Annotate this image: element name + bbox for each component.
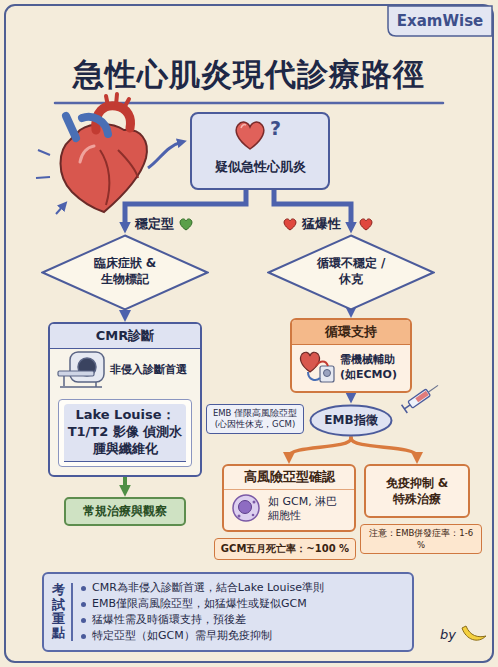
syringe-barrel bbox=[408, 389, 431, 408]
flow-arrow bbox=[349, 393, 353, 398]
brand-tab bbox=[388, 6, 492, 36]
fulminant-heart-icon bbox=[360, 219, 372, 230]
callout-box: 注意：EMB併發症率：1-6 % bbox=[360, 524, 482, 554]
bullet-dot bbox=[81, 634, 86, 639]
indication-oval: EMB指徵 bbox=[309, 404, 393, 437]
syringe-needle bbox=[428, 385, 438, 392]
process-box: 循環支持需機械輔助 (如ECMO) bbox=[290, 318, 412, 393]
flow-arrow bbox=[349, 311, 353, 313]
bullet-text: CMR為非侵入診斷首選，結合Lake Louise準則 bbox=[92, 580, 324, 596]
coronary-vessels bbox=[100, 150, 138, 205]
bullet-row: 猛爆性需及時循環支持，預後差 bbox=[81, 612, 324, 628]
icon-graphic bbox=[58, 352, 104, 387]
note-box: EMB 僅限高風險亞型 (心因性休克，GCM) bbox=[206, 404, 304, 434]
page-frame bbox=[5, 5, 493, 662]
question-mark: ? bbox=[270, 117, 281, 139]
process-box: CMR診斷非侵入診斷首選 Lake Louise：T1/T2 影像 偵測水腫與纖維… bbox=[48, 322, 202, 477]
title: 急性心肌炎現代診療路徑 bbox=[0, 54, 498, 94]
node-text: 非侵入診斷首選 bbox=[50, 349, 200, 395]
process-box: 高風險亞型確認如 GCM, 淋巴細胞性 bbox=[222, 464, 356, 532]
icon-graphic bbox=[236, 122, 264, 149]
node-label: 注意：EMB併發症率：1-6 % bbox=[365, 528, 477, 550]
bullet-list: CMR為非侵入診斷首選，結合Lake Louise準則EMB僅限高風險亞型，如猛… bbox=[81, 580, 324, 644]
criteria-box: Lake Louise：T1/T2 影像 偵測水腫與纖維化 bbox=[58, 399, 192, 467]
node-text: 循環支持 bbox=[292, 320, 410, 345]
flow-arrow bbox=[123, 311, 127, 317]
bullet-row: CMR為非侵入診斷首選，結合Lake Louise準則 bbox=[81, 580, 324, 596]
node-text: 需機械輔助 (如ECMO) bbox=[292, 345, 410, 391]
syringe-fluid bbox=[415, 391, 429, 403]
node-text: 如 GCM, 淋巴細胞性 bbox=[224, 490, 354, 530]
node-text: 高風險亞型確認 bbox=[224, 466, 354, 490]
bullet-dot bbox=[81, 602, 86, 607]
bullet-text: 猛爆性需及時循環支持，預後差 bbox=[92, 612, 246, 628]
heart-illustration bbox=[36, 94, 147, 214]
heart-highlight bbox=[80, 146, 94, 162]
pointer-arrow bbox=[148, 142, 182, 168]
diamond-outline bbox=[269, 235, 434, 309]
node-label: 常規治療與觀察 bbox=[70, 503, 180, 520]
flow-arrow bbox=[123, 477, 127, 491]
bullet-dot bbox=[81, 586, 86, 591]
diamond-outline bbox=[43, 235, 208, 309]
decision-diamond: 循環不穩定 / 休克 bbox=[267, 234, 435, 311]
process-box: 免疫抑制 & 特殊治療 bbox=[364, 464, 470, 518]
bullet-dot bbox=[81, 618, 86, 623]
callout-box: GCM五月死亡率：~100 % bbox=[214, 538, 356, 560]
flow-arrow bbox=[351, 437, 417, 459]
bullet-text: EMB僅限高風險亞型，如猛爆性或疑似GCM bbox=[92, 596, 307, 612]
node-label: EMB 僅限高風險亞型 (心因性休克，GCM) bbox=[211, 408, 299, 430]
fulminant-heart-icon bbox=[284, 219, 296, 230]
node-label: 循環不穩定 / 休克 bbox=[315, 256, 387, 287]
node-icon bbox=[56, 350, 106, 390]
branch-label: 猛爆性 bbox=[300, 216, 343, 232]
vena-cava bbox=[66, 116, 76, 138]
icon-graphic bbox=[233, 495, 259, 521]
decision-diamond: 臨床症狀 & 生物標記 bbox=[41, 234, 209, 311]
question-box: 疑似急性心肌炎 bbox=[190, 112, 330, 190]
bullet-text: 特定亞型（如GCM）需早期免疫抑制 bbox=[92, 628, 272, 644]
node-label: GCM五月死亡率：~100 % bbox=[219, 542, 351, 556]
signature: by bbox=[440, 627, 456, 642]
stable-heart-icon bbox=[180, 219, 192, 230]
summary-panel: 考試重點 CMR為非侵入診斷首選，結合Lake Louise準則EMB僅限高風險亞… bbox=[42, 572, 414, 652]
node-icon bbox=[296, 346, 336, 386]
outcome-box: 常規治療與觀察 bbox=[64, 497, 186, 526]
bullet-row: EMB僅限高風險亞型，如猛爆性或疑似GCM bbox=[81, 596, 324, 612]
node-label: EMB指徵 bbox=[324, 412, 377, 429]
node-icon bbox=[230, 492, 262, 524]
node-text: CMR診斷 bbox=[50, 324, 200, 349]
panel-heading: 考試重點 bbox=[52, 583, 73, 640]
banana-icon bbox=[462, 626, 486, 640]
oval-outline bbox=[311, 405, 392, 435]
brand-name: ExamWise bbox=[388, 12, 492, 30]
icon-graphic bbox=[301, 352, 334, 382]
node-label: 臨床症狀 & 生物標記 bbox=[89, 256, 161, 287]
syringe-plunger bbox=[402, 401, 413, 413]
node-label: 免疫抑制 & 特殊治療 bbox=[381, 475, 453, 507]
flow-arrow bbox=[289, 437, 351, 459]
inflammation-arrows bbox=[36, 150, 64, 214]
pulmonary-artery bbox=[82, 117, 108, 134]
branch-label: 穩定型 bbox=[133, 216, 176, 232]
aortic-branches bbox=[106, 94, 129, 108]
node-label: 疑似急性心肌炎 bbox=[192, 114, 328, 184]
node-label: Lake Louise：T1/T2 影像 偵測水腫與纖維化 bbox=[64, 404, 186, 462]
bullet-row: 特定亞型（如GCM）需早期免疫抑制 bbox=[81, 628, 324, 644]
